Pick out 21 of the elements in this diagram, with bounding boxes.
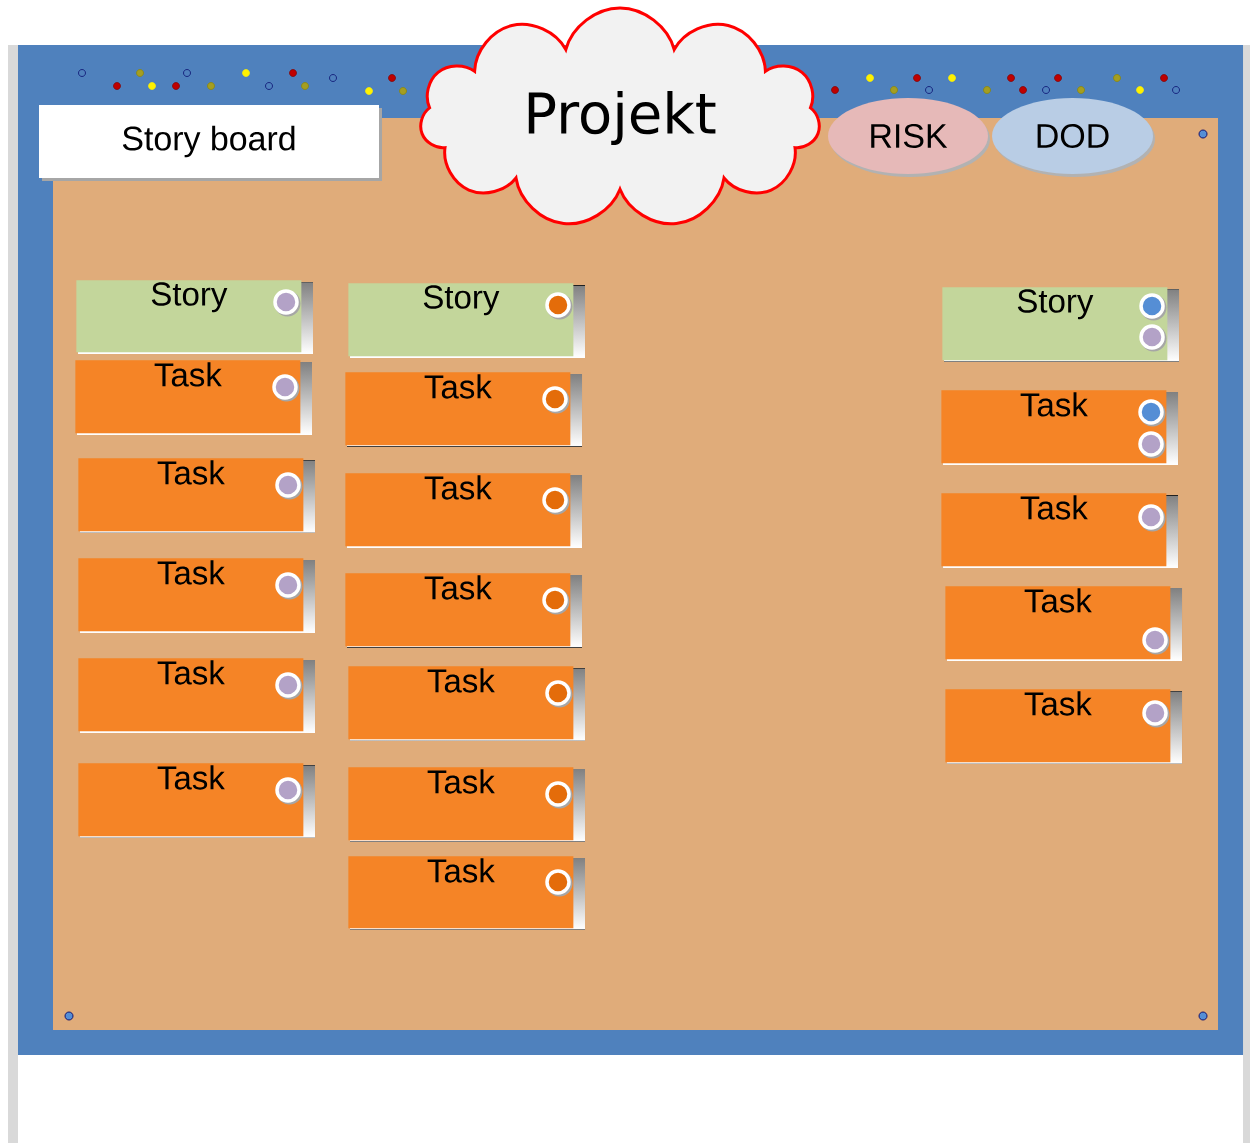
task-card: Task <box>348 767 585 842</box>
task-card: Task <box>345 573 582 648</box>
title-label: Story board <box>39 105 382 181</box>
ellipse-label: RISK <box>828 98 990 177</box>
task-card: Task <box>348 666 585 741</box>
task-card: Task <box>345 473 582 548</box>
task-card: Task <box>941 493 1178 568</box>
story-card: Story <box>348 283 585 358</box>
story-card: Story <box>942 287 1179 362</box>
task-card: Task <box>945 586 1182 661</box>
task-card: Task <box>78 763 315 838</box>
ellipse-label: DOD <box>992 98 1155 177</box>
task-card: Task <box>75 360 312 435</box>
task-card: Task <box>78 658 315 733</box>
task-card: Task <box>78 458 315 533</box>
task-card: Task <box>78 558 315 633</box>
task-card: Task <box>941 390 1178 465</box>
story-card: Story <box>76 280 313 354</box>
task-card: Task <box>945 689 1182 764</box>
task-card: Task <box>348 856 585 930</box>
task-card: Task <box>345 372 582 447</box>
